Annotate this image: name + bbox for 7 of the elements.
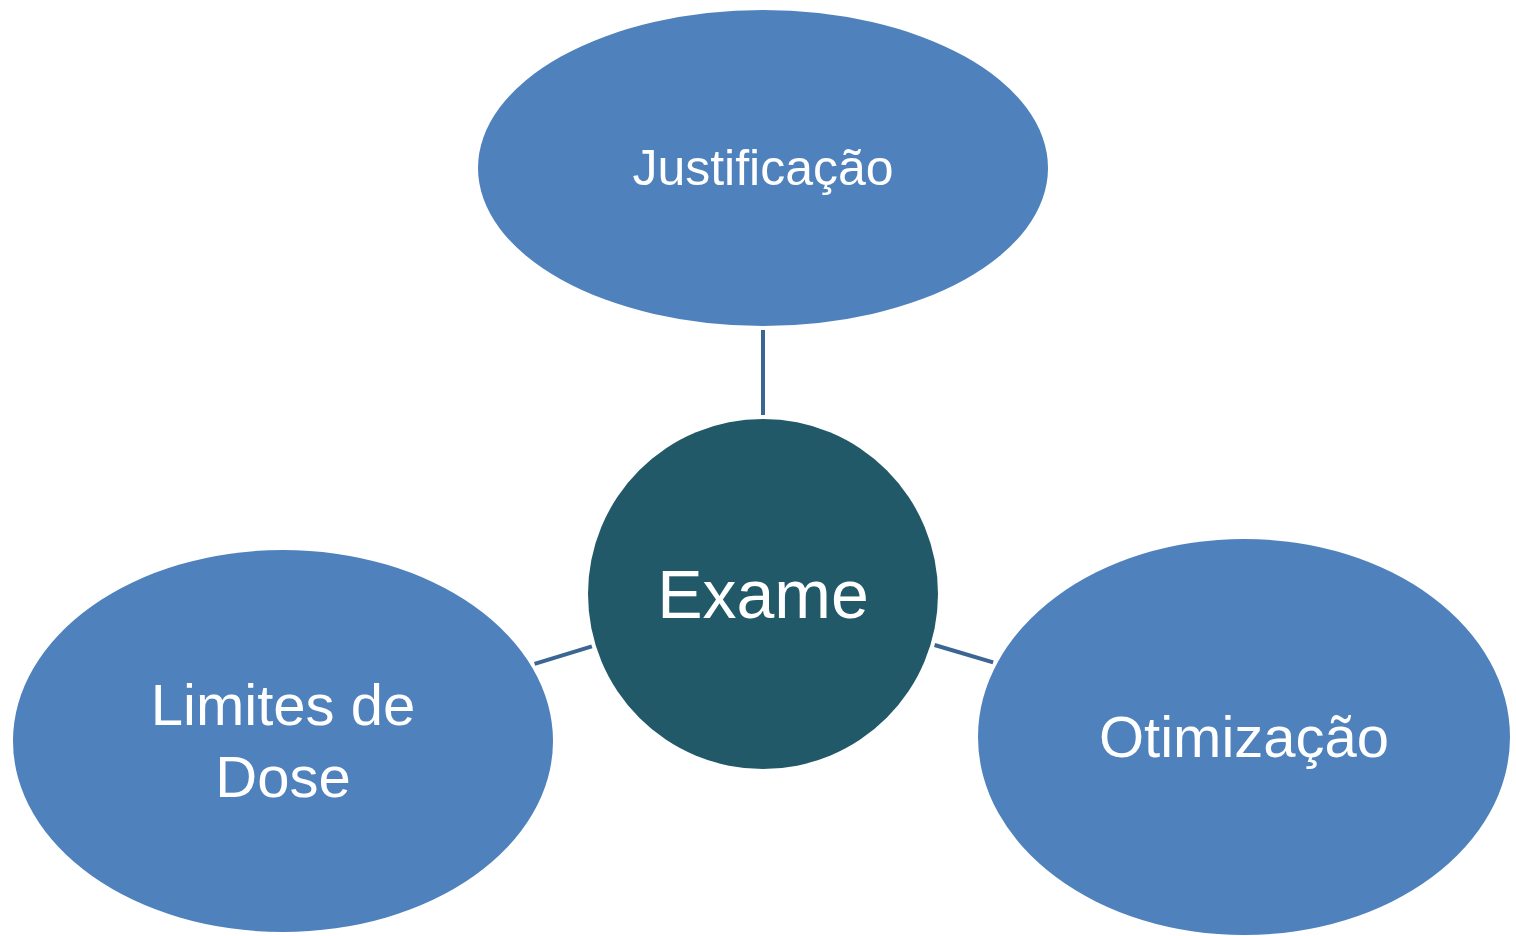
connector-line [534,644,593,666]
node-label: Justificação [631,138,895,198]
node-label: Exame [656,554,870,634]
connector-line [934,643,994,665]
connector-line [761,330,765,415]
node-label: Limites de Dose [149,670,417,811]
node-label: Otimização [1097,702,1391,771]
